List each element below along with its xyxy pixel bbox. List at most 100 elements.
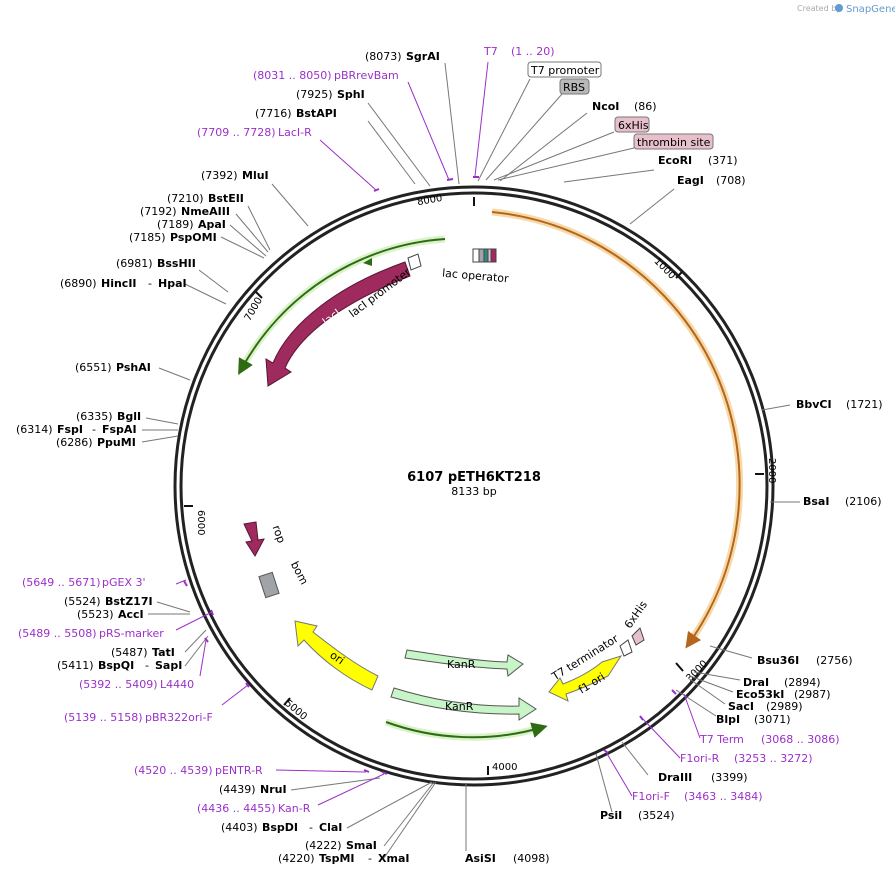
bom-label: bom xyxy=(288,559,311,587)
lac-operator-feature[interactable] xyxy=(472,248,480,263)
site-pspomi-pos: (7185) xyxy=(129,231,166,244)
brand-text: SnapGene xyxy=(846,4,895,15)
site-pshai-name: PshAI xyxy=(116,361,151,374)
site-blpi-name: BlpI xyxy=(716,713,740,726)
primer-kanr-name: Kan-R xyxy=(278,802,311,815)
kanr-arrow-1[interactable] xyxy=(404,649,524,677)
his6x-box[interactable] xyxy=(614,116,650,133)
rbs-feature[interactable] xyxy=(478,248,485,263)
site-nmeaiii-pos: (7192) xyxy=(140,205,177,218)
site-bgli-name: BglI xyxy=(117,410,141,423)
primer-marks xyxy=(183,176,677,775)
site-apai-name: ApaI xyxy=(198,218,226,231)
site-eco53ki-pos: (2987) xyxy=(794,688,831,701)
primer-pgex3-name: pGEX 3' xyxy=(102,576,146,589)
thrombin-label: thrombin site xyxy=(637,136,711,149)
his-feature[interactable] xyxy=(483,248,489,263)
site-bsai-name: BsaI xyxy=(803,495,829,508)
tick-2000: 2000 xyxy=(766,458,777,483)
site-fspai-name: FspAI xyxy=(102,423,137,436)
site-eco53ki-name: Eco53kI xyxy=(736,688,784,701)
rop-label: rop xyxy=(270,523,288,544)
rop-feature[interactable] xyxy=(243,521,265,557)
primer-pentrr-range: (4520 .. 4539) xyxy=(134,764,213,777)
orf-laci-arc[interactable] xyxy=(238,238,446,375)
site-bbvci-name: BbvCI xyxy=(796,398,832,411)
orf-gold-glow xyxy=(491,208,744,645)
primer-l4440-name: L4440 xyxy=(160,678,194,691)
primer-prsmarker-range: (5489 .. 5508) xyxy=(18,627,97,640)
site-sapi-name: SapI xyxy=(155,659,182,672)
primer-pbrrevbam-range: (8031 .. 8050) xyxy=(253,69,332,82)
site-bstz17i-pos: (5524) xyxy=(64,595,101,608)
site-drai-name: DraI xyxy=(743,676,769,689)
site-draiii-pos: (3399) xyxy=(711,771,748,784)
primer-lacir-range: (7709 .. 7728) xyxy=(197,126,276,139)
site-asisi-pos: (4098) xyxy=(513,852,550,865)
site-psii-pos: (3524) xyxy=(638,809,675,822)
site-ppumi-name: PpuMI xyxy=(97,436,136,449)
site-sphi-name: SphI xyxy=(337,88,365,101)
tick-8000: 8000 xyxy=(416,193,443,208)
site-psii-name: PsiI xyxy=(600,809,622,822)
his6x-small-feature[interactable] xyxy=(631,627,645,646)
orf-kanr-arc[interactable] xyxy=(385,721,548,739)
site-hincii-sep: - xyxy=(148,277,152,290)
site-clai-name: ClaI xyxy=(319,821,342,834)
site-drai-pos: (2894) xyxy=(784,676,821,689)
kanr-label-1: KanR xyxy=(447,658,476,671)
orf-gold-arc[interactable] xyxy=(491,211,741,649)
bom-feature[interactable] xyxy=(258,571,280,599)
site-apai-pos: (7189) xyxy=(157,218,194,231)
t7-terminator-feature[interactable] xyxy=(619,639,633,657)
primer-pbr322orif-range: (5139 .. 5158) xyxy=(64,711,143,724)
kanr-arrow-2[interactable] xyxy=(390,687,537,721)
primer-f1orir-name: F1ori-R xyxy=(680,752,720,765)
site-sphi-pos: (7925) xyxy=(296,88,333,101)
site-bsu36i-name: Bsu36I xyxy=(757,654,799,667)
rbs-box[interactable] xyxy=(559,78,590,95)
thrombin-box[interactable] xyxy=(633,133,714,150)
site-leader-lines xyxy=(141,62,800,859)
orf-start-feature[interactable] xyxy=(490,248,497,263)
site-sgrai-pos: (8073) xyxy=(365,50,402,63)
his6x-small-label: 6xHis xyxy=(622,598,650,631)
site-bgli-pos: (6335) xyxy=(76,410,113,423)
site-eagi-name: EagI xyxy=(677,174,704,187)
site-tati-pos: (5487) xyxy=(111,646,148,659)
tick-4000: 4000 xyxy=(492,762,517,773)
t7-promoter-box[interactable] xyxy=(527,61,602,78)
f1-ori-feature[interactable] xyxy=(548,655,623,702)
site-tspmi-sep: - xyxy=(368,852,372,865)
site-pspomi-name: PspOMI xyxy=(170,231,217,244)
site-acci-pos: (5523) xyxy=(77,608,114,621)
site-bsteii-name: BstEII xyxy=(208,192,244,205)
site-bsai-pos: (2106) xyxy=(845,495,882,508)
laci-feature[interactable] xyxy=(265,261,411,387)
primer-leader-lines xyxy=(175,61,701,806)
site-asisi-name: AsiSI xyxy=(465,852,496,865)
site-tspmi-name: TspMI xyxy=(319,852,355,865)
laci-promoter-feature[interactable] xyxy=(407,253,422,271)
primer-pbr322orif-name: pBR322ori-F xyxy=(145,711,213,724)
site-bspdi-sep: - xyxy=(309,821,313,834)
kanr-label-2: KanR xyxy=(445,700,474,713)
site-bsteii-pos: (7210) xyxy=(167,192,204,205)
primer-t7-range: (1 .. 20) xyxy=(511,45,555,58)
site-tspmi-pos: (4220) xyxy=(278,852,315,865)
primer-t7term-name: T7 Term xyxy=(699,733,744,746)
plasmid-name: 6107 pETH6KT218 xyxy=(407,470,541,485)
site-bsshii-pos: (6981) xyxy=(116,257,153,270)
site-eagi-pos: (708) xyxy=(716,174,746,187)
primer-l4440-range: (5392 .. 5409) xyxy=(79,678,158,691)
primer-lacir-name: LacI-R xyxy=(278,126,312,139)
tick-6000: 6000 xyxy=(195,510,206,535)
snapgene-logo-icon xyxy=(835,4,843,12)
ori-feature[interactable] xyxy=(294,620,379,691)
site-saci-pos: (2989) xyxy=(766,700,803,713)
site-ppumi-pos: (6286) xyxy=(56,436,93,449)
primer-t7-name: T7 xyxy=(483,45,498,58)
rbs-label: RBS xyxy=(563,81,585,94)
backbone-inner xyxy=(179,191,769,781)
